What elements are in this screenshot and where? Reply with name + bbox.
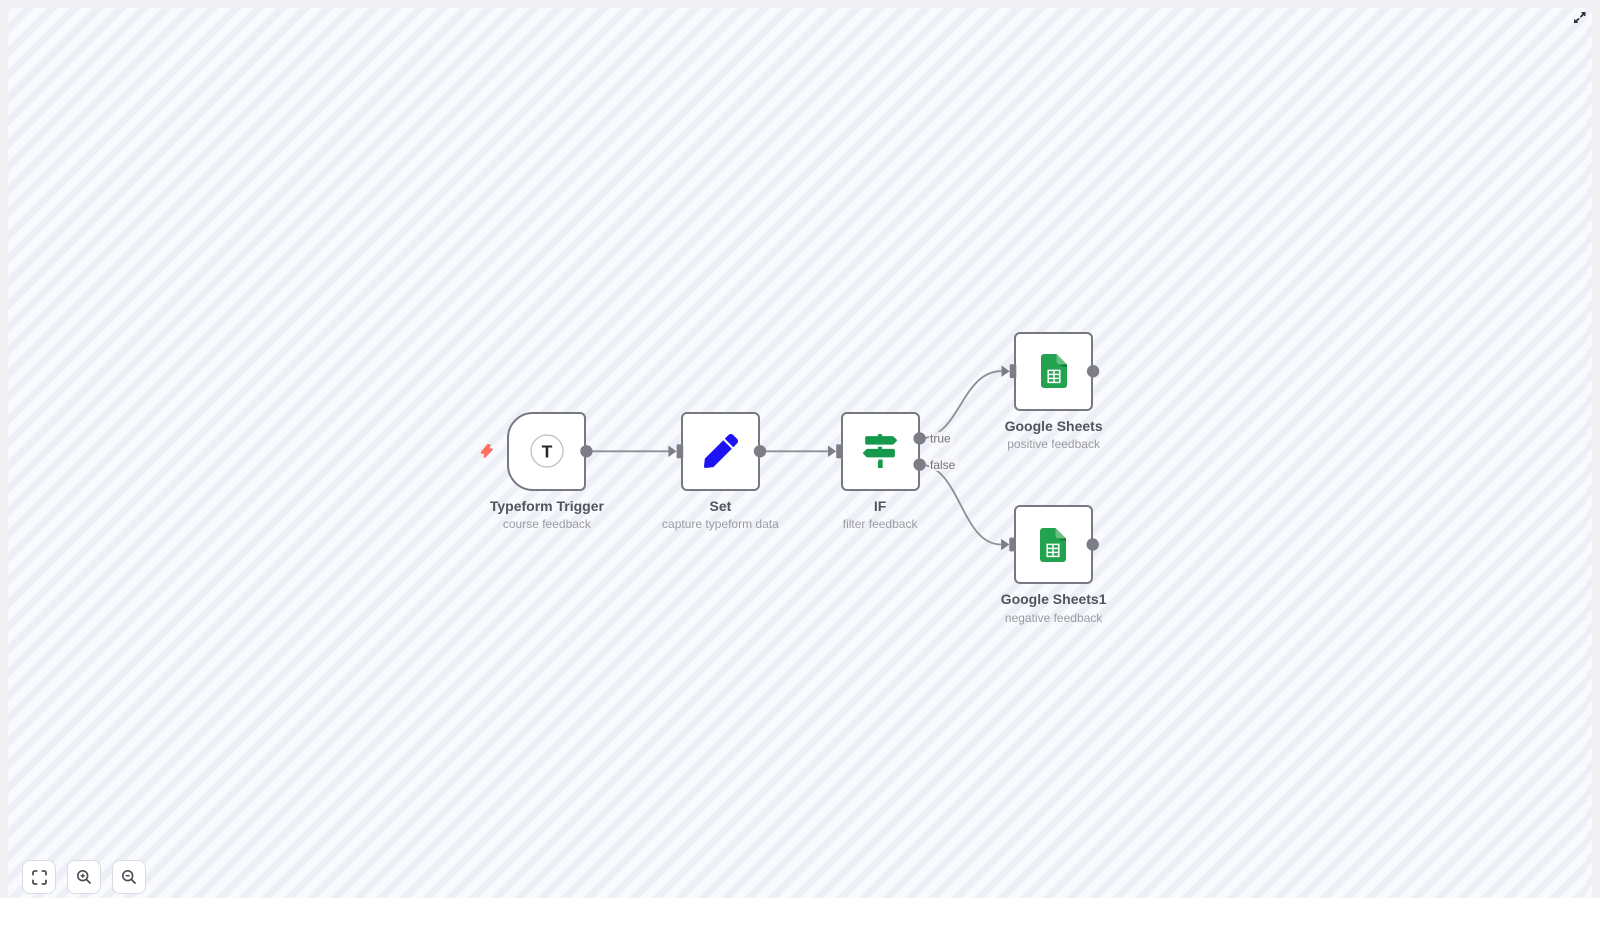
svg-text:T: T bbox=[542, 442, 553, 462]
